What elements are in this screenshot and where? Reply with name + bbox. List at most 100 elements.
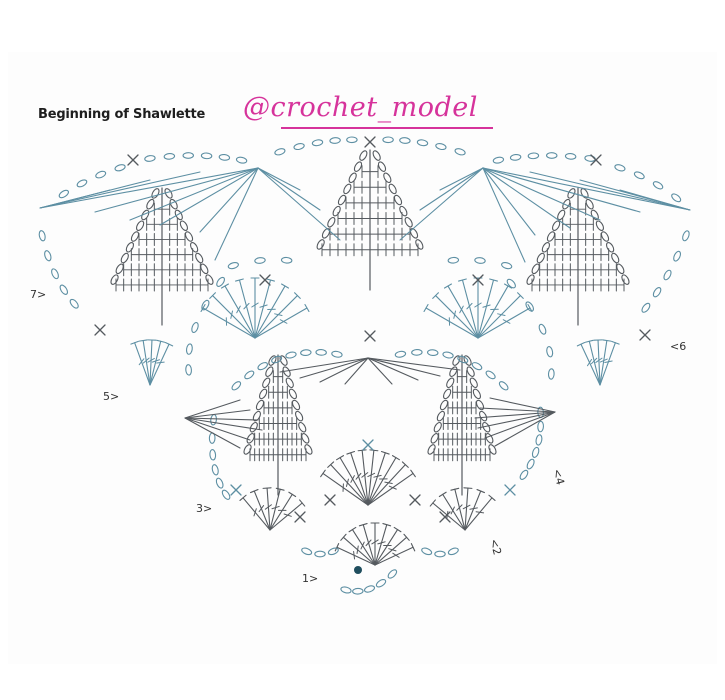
chain-stitch bbox=[327, 547, 339, 556]
row-label-2: <2 bbox=[487, 537, 504, 556]
chain-stitch bbox=[191, 321, 199, 334]
chain-stitch bbox=[421, 547, 433, 556]
chain-stitch bbox=[329, 137, 341, 144]
chain-stitch bbox=[479, 410, 488, 422]
chain-stitch bbox=[174, 209, 183, 221]
row-7-chain-mid-left bbox=[227, 256, 293, 270]
chain-stitch bbox=[545, 152, 558, 159]
row-4-rays-left bbox=[184, 399, 263, 449]
chain-stitch bbox=[163, 153, 176, 160]
chain-stitch bbox=[185, 364, 192, 376]
watermark-handle: @crochet_model bbox=[243, 92, 478, 123]
chain-stitch bbox=[509, 153, 522, 161]
row-4-chain-center-right bbox=[394, 349, 509, 391]
row-1-start bbox=[354, 566, 362, 574]
row-5-sc bbox=[94, 274, 651, 341]
chain-stitch bbox=[262, 377, 271, 389]
chain-stitch bbox=[359, 150, 368, 161]
chain-stitch bbox=[125, 242, 134, 253]
row-7-chain-top-center-left bbox=[274, 136, 358, 156]
chain-stitch bbox=[316, 239, 325, 250]
chain-stitch bbox=[580, 188, 589, 199]
chain-stitch bbox=[641, 302, 651, 313]
chain-stitch bbox=[201, 299, 210, 311]
chain-stitch bbox=[227, 262, 239, 270]
chain-stitch bbox=[169, 198, 178, 210]
chain-stitch bbox=[218, 153, 231, 161]
chain-stitch bbox=[433, 421, 442, 433]
chain-stitch bbox=[564, 153, 577, 160]
chain-stitch bbox=[343, 183, 352, 195]
chain-stitch bbox=[200, 152, 213, 160]
chain-stitch bbox=[537, 420, 544, 433]
chain-stitch bbox=[340, 586, 352, 594]
row-3-fan-center bbox=[320, 449, 416, 506]
chain-stitch bbox=[51, 268, 59, 280]
chain-stitch bbox=[485, 433, 494, 444]
chain-stitch bbox=[394, 350, 407, 358]
chain-stitch bbox=[353, 161, 363, 172]
chain-stitch bbox=[525, 301, 534, 312]
row-2-chain-right bbox=[421, 547, 459, 558]
chain-stitch bbox=[300, 349, 312, 357]
chain-stitch bbox=[257, 362, 269, 371]
chain-stitch bbox=[557, 209, 566, 221]
chain-stitch bbox=[246, 433, 255, 444]
chain-stitch bbox=[265, 366, 274, 377]
chain-stitch bbox=[252, 410, 261, 422]
chain-stitch bbox=[141, 209, 150, 221]
chain-stitch bbox=[377, 161, 387, 172]
chain-stitch bbox=[254, 257, 266, 264]
chain-stitch bbox=[454, 148, 466, 156]
chain-stitch bbox=[436, 410, 445, 422]
chain-stitch bbox=[301, 547, 313, 556]
chain-stitch bbox=[209, 449, 217, 461]
chain-stitch bbox=[541, 242, 550, 253]
row-7-chain-top-center-right bbox=[382, 136, 466, 156]
chain-stitch bbox=[663, 269, 672, 281]
chain-stitch bbox=[652, 287, 662, 298]
chain-stitch bbox=[268, 355, 277, 366]
chain-stitch bbox=[255, 399, 265, 411]
chain-stitch bbox=[474, 257, 486, 264]
chain-stitch bbox=[399, 205, 408, 217]
chain-stitch bbox=[295, 410, 304, 422]
row-7-rays-right-a bbox=[482, 167, 691, 263]
chain-stitch bbox=[136, 220, 145, 231]
chain-stitch bbox=[387, 569, 398, 579]
chain-stitch bbox=[244, 370, 255, 380]
chain-stitch bbox=[416, 139, 429, 147]
chain-stitch bbox=[38, 230, 46, 242]
chain-stitch bbox=[348, 172, 357, 184]
chain-stitch bbox=[346, 136, 358, 144]
chain-stitch bbox=[447, 256, 460, 264]
chain-stitch bbox=[546, 231, 556, 242]
row-5-chain-right bbox=[506, 278, 555, 380]
chain-stitch bbox=[485, 370, 496, 380]
chain-stitch bbox=[527, 152, 540, 160]
row-2-chain-left bbox=[301, 547, 339, 558]
chain-stitch bbox=[280, 256, 293, 264]
row-labels: 1><23><45><67> bbox=[30, 288, 686, 585]
chain-stitch bbox=[311, 139, 324, 147]
chain-stitch bbox=[492, 156, 505, 164]
chain-stitch bbox=[120, 252, 129, 264]
chain-stitch bbox=[600, 231, 610, 242]
chain-stitch bbox=[321, 228, 331, 239]
row-4-rays-right bbox=[474, 397, 556, 447]
chain-stitch bbox=[210, 414, 217, 426]
chain-stitch bbox=[146, 198, 155, 210]
chain-stitch bbox=[415, 239, 424, 250]
row-1-chain bbox=[340, 569, 398, 595]
chain-stitch bbox=[472, 388, 481, 400]
row-4-chain-center-left bbox=[231, 349, 343, 391]
chain-stitch bbox=[216, 276, 225, 287]
chain-stitch bbox=[293, 142, 305, 151]
row-7-chain-side-left bbox=[38, 230, 79, 309]
chain-stitch bbox=[44, 250, 52, 262]
chain-stitch bbox=[151, 188, 160, 199]
chain-stitch bbox=[611, 252, 620, 264]
row-label-4: <4 bbox=[550, 467, 567, 486]
row-label-5: 5> bbox=[103, 390, 119, 403]
chain-stitch bbox=[388, 183, 397, 195]
